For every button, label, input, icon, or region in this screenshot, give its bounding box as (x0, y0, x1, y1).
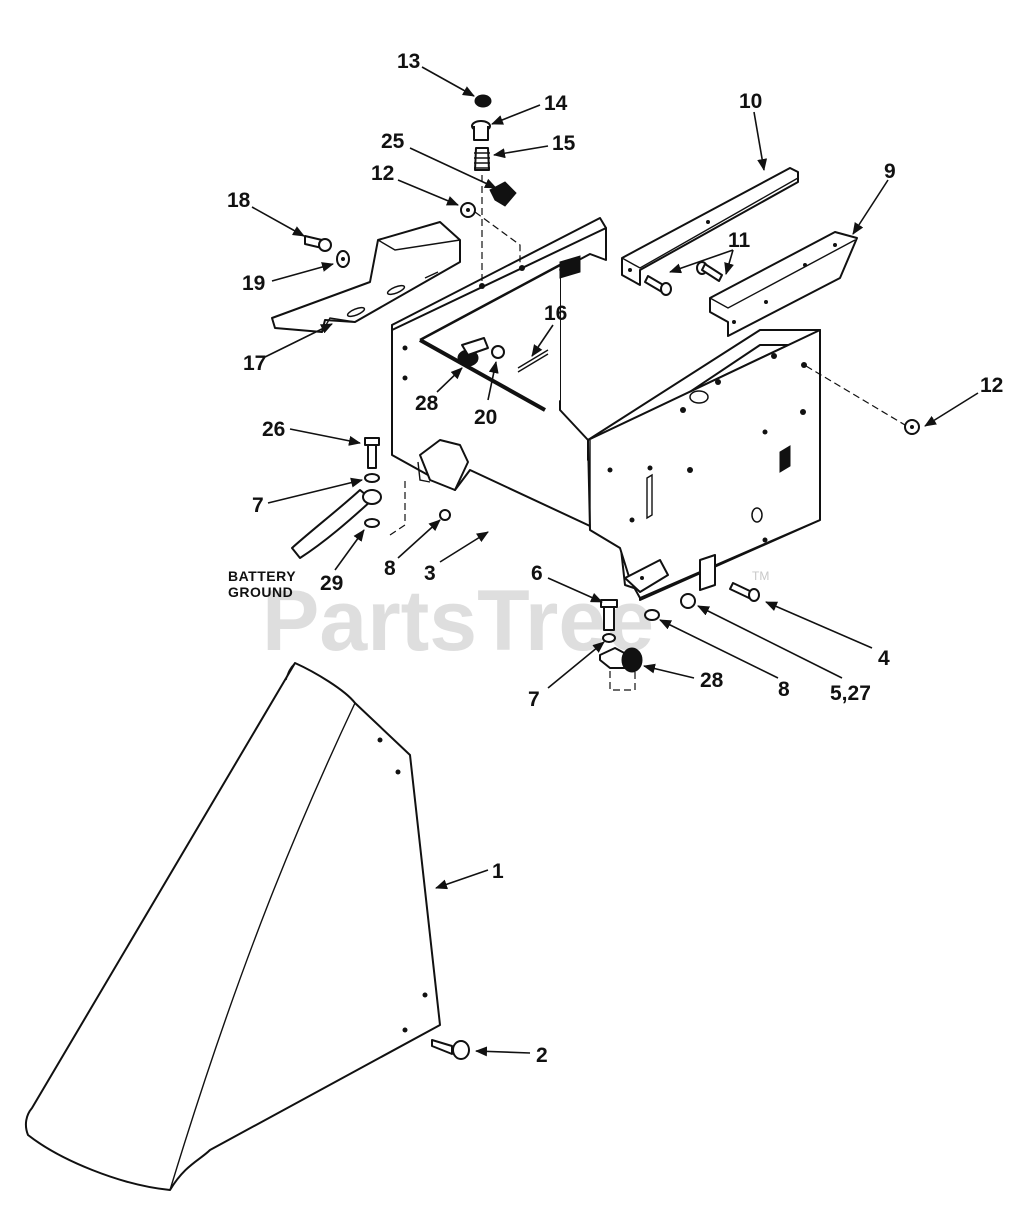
callout-6: 6 (531, 562, 543, 585)
callout-3: 3 (424, 562, 436, 585)
callout-26: 26 (262, 418, 285, 441)
bolt-part-11-b (696, 261, 723, 282)
assembly-line-nut (474, 211, 521, 268)
bolt-part-4 (729, 582, 760, 602)
callout-10: 10 (739, 90, 762, 113)
cover-part-1 (24, 662, 441, 1191)
nut-part-8-left (439, 509, 451, 521)
bolt-part-18 (304, 235, 332, 252)
battery-ground-label-line2: GROUND (228, 584, 293, 600)
nut-part-5-27 (680, 593, 696, 609)
bolt-part-6 (600, 599, 618, 631)
nut-part-12-top (460, 202, 476, 218)
callout-25: 25 (381, 130, 405, 153)
callout-18: 18 (227, 189, 251, 212)
grommet-part-28-bottom (599, 647, 643, 673)
bolt-part-11-a (644, 275, 672, 296)
callout-14: 14 (544, 92, 568, 115)
watermark-text: PartsTree (262, 573, 654, 669)
callout-8-right: 8 (778, 678, 790, 701)
grommet-part-28-top (457, 337, 489, 367)
battery-ground-label-line1: BATTERY (228, 568, 296, 584)
bracket-part-9 (709, 231, 858, 337)
callout-2: 2 (536, 1044, 548, 1067)
callout-4: 4 (878, 647, 890, 670)
callout-5-27: 5,27 (830, 682, 871, 705)
callout-20: 20 (474, 406, 497, 429)
callout-1: 1 (492, 860, 504, 883)
washer-part-7-right (602, 633, 616, 643)
callout-13: 13 (397, 50, 420, 73)
callout-17: 17 (243, 352, 266, 375)
callout-28-top: 28 (415, 392, 439, 415)
washer-part-19 (336, 250, 350, 268)
assembly-line-ground (389, 480, 406, 536)
screw-part-2 (431, 1039, 470, 1060)
watermark-trademark: TM (752, 569, 769, 583)
cotter-pin-part-16 (517, 349, 549, 373)
callout-29: 29 (320, 572, 343, 595)
nut-part-8-right (644, 609, 660, 621)
callout-12-top: 12 (371, 162, 394, 185)
callout-12-right: 12 (980, 374, 1003, 397)
assembly-line-lower (609, 660, 636, 691)
bar-part-10 (621, 167, 799, 286)
callout-11: 11 (728, 229, 751, 252)
ground-cable-part-29 (291, 489, 382, 559)
callout-8-left: 8 (384, 557, 396, 580)
callout-7-left: 7 (252, 494, 264, 517)
callout-19: 19 (242, 272, 265, 295)
callout-15: 15 (552, 132, 576, 155)
nut-part-12-right (904, 419, 920, 435)
washer-part-7-left (364, 473, 380, 483)
latch-stack-13-14-15 (471, 94, 492, 171)
callout-7-right: 7 (528, 688, 540, 711)
callout-28-bottom: 28 (700, 669, 724, 692)
leader-lines (251, 66, 979, 1057)
clip-part-25 (489, 181, 517, 207)
assembly-line-right (805, 365, 906, 426)
callout-9: 9 (884, 160, 896, 183)
housing-part-3 (391, 217, 821, 601)
bolt-part-26 (364, 437, 380, 469)
nut-part-20 (491, 345, 505, 359)
callout-16: 16 (544, 302, 567, 325)
